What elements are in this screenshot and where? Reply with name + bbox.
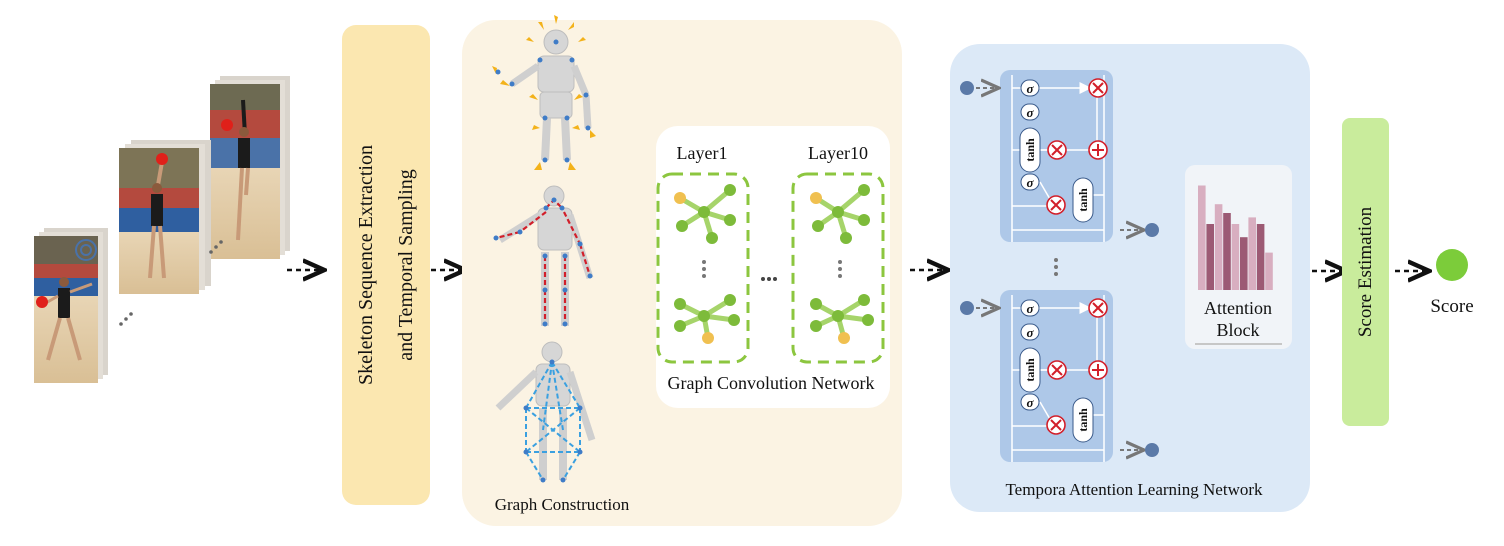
sigma-gate-label: σ	[1026, 301, 1034, 316]
skeleton-bones-figure	[493, 185, 594, 327]
stage1-title: Skeleton Sequence Extraction and Tempora…	[346, 145, 426, 385]
tanh-unit-2	[1072, 177, 1094, 223]
gcn-box	[656, 126, 890, 408]
attention-bars	[1198, 185, 1273, 290]
attention-line2: Block	[1216, 320, 1260, 340]
score-estimation-label: Score Estimation	[1355, 206, 1376, 338]
attention-bar	[1265, 252, 1273, 290]
tal-label: Tempora Attention Learning Network	[1005, 480, 1263, 499]
tanh-unit-1	[1019, 347, 1041, 393]
attention-label: Attention Block	[1204, 297, 1272, 341]
gcn-layer10-label: Layer10	[808, 143, 868, 163]
gcn-label: Graph Convolution Network	[667, 373, 875, 393]
stage1-line1: Skeleton Sequence Extraction	[355, 145, 377, 385]
tanh-unit-label: tanh	[1076, 188, 1090, 212]
lstm-input-node	[960, 301, 974, 315]
frame-stack-back	[210, 76, 290, 259]
sigma-gate-label: σ	[1026, 175, 1034, 190]
sigma-gate-1	[1020, 79, 1040, 97]
attention-bar	[1198, 185, 1206, 290]
attention-bar	[1223, 213, 1231, 290]
skeleton-graph-figure	[495, 341, 596, 483]
gcn-layer1-label: Layer1	[676, 143, 728, 163]
gcn-layer10	[791, 172, 885, 364]
sigma-gate-1	[1020, 299, 1040, 317]
lstm-input-node	[960, 81, 974, 95]
tanh-unit-label: tanh	[1023, 358, 1037, 382]
tanh-unit-label: tanh	[1023, 138, 1037, 162]
gcn-layer-ellipsis	[761, 277, 777, 281]
frame-stack-front	[34, 228, 108, 383]
tanh-unit-label: tanh	[1076, 408, 1090, 432]
sigma-gate-label: σ	[1026, 81, 1034, 96]
tal-vertical-ellipsis	[1054, 258, 1058, 276]
sigma-gate-3	[1020, 393, 1040, 411]
lstm-output-node	[1145, 443, 1159, 457]
attention-bar	[1240, 237, 1248, 290]
video-frames	[34, 76, 290, 383]
graph-construction-label: Graph Construction	[494, 495, 630, 514]
frame-stack-middle	[119, 140, 211, 294]
sigma-gate-2	[1020, 103, 1040, 121]
skeleton-extraction-box	[342, 25, 430, 505]
attention-bar	[1214, 204, 1223, 290]
frames-ellipsis-dots	[119, 240, 223, 326]
sigma-gate-label: σ	[1026, 105, 1034, 120]
sigma-gate-label: σ	[1026, 325, 1034, 340]
attention-bar	[1231, 224, 1240, 290]
gcn-layer1	[656, 172, 750, 364]
attention-bar	[1248, 217, 1256, 290]
attention-bar	[1206, 224, 1214, 290]
sigma-gate-3	[1020, 173, 1040, 191]
sigma-gate-2	[1020, 323, 1040, 341]
stage1-line2: and Temporal Sampling	[395, 169, 417, 361]
lstm-output-node	[1145, 223, 1159, 237]
score-estimation-box	[1342, 118, 1389, 426]
sigma-gate-label: σ	[1026, 395, 1034, 410]
skeleton-joints-figure	[492, 15, 596, 170]
attention-bar	[1256, 224, 1265, 290]
tanh-unit-1	[1019, 127, 1041, 173]
tanh-unit-2	[1072, 397, 1094, 443]
attention-line1: Attention	[1204, 298, 1272, 318]
score-dot	[1436, 249, 1468, 281]
score-label: Score	[1430, 296, 1474, 317]
